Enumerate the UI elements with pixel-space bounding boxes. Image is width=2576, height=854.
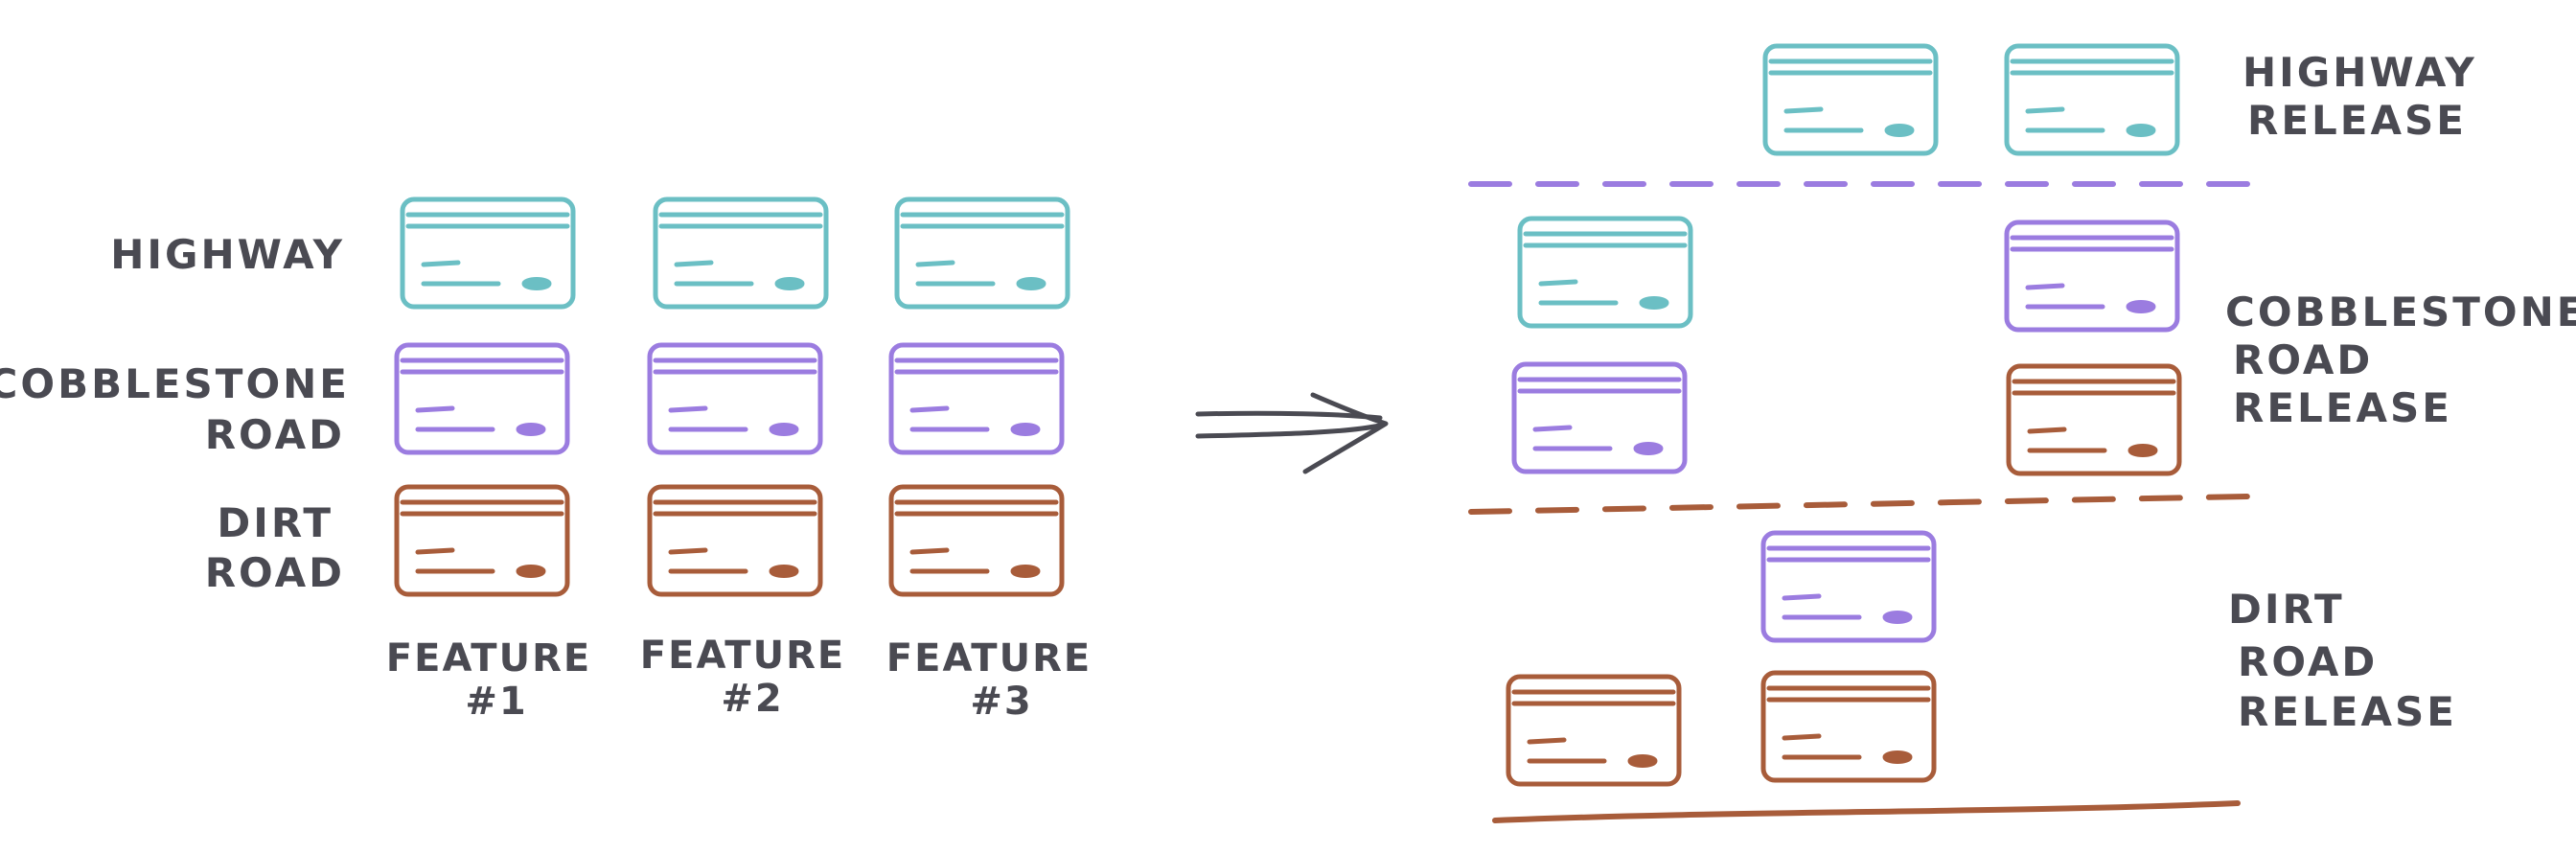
- highway-release-label-line2: RELEASE: [2247, 97, 2467, 144]
- cobblestone-release-label-line2: ROAD: [2233, 336, 2373, 383]
- cobblestone-release-card-cobblestone-b: [1511, 361, 1688, 474]
- row-label-cobblestone-line2: ROAD: [205, 411, 345, 458]
- highway-release-label-line1: HIGHWAY: [2242, 49, 2477, 96]
- card-highway-feature-1: [400, 196, 576, 310]
- row-label-dirt-line1: DIRT: [217, 499, 334, 546]
- cobblestone-release-label-line3: RELEASE: [2233, 384, 2452, 431]
- cobblestone-release-label-line1: COBBLESTONE: [2225, 289, 2576, 335]
- dirt-release-label-line3: RELEASE: [2238, 688, 2457, 735]
- feature-2-label-line2: #2: [721, 677, 783, 721]
- cobblestone-release-card-cobblestone-a: [2004, 219, 2180, 333]
- dirt-release-label-line1: DIRT: [2228, 586, 2345, 633]
- dirt-release-baseline: [1492, 800, 2241, 823]
- highway-release-card-2: [2004, 43, 2180, 156]
- transform-arrow: [1195, 392, 1389, 474]
- feature-1-label-line1: FEATURE: [386, 636, 591, 681]
- dirt-release-card-dirt-a: [1506, 674, 1682, 787]
- card-dirt-feature-2: [647, 484, 823, 597]
- dirt-release-card-dirt-b: [1760, 670, 1937, 783]
- cobblestone-release-card-highway: [1517, 216, 1693, 329]
- card-highway-feature-3: [894, 196, 1070, 310]
- feature-1-label-line2: #1: [465, 680, 527, 724]
- row-label-highway: HIGHWAY: [110, 231, 345, 278]
- feature-3-label-line1: FEATURE: [886, 636, 1092, 681]
- feature-2-label-line1: FEATURE: [640, 634, 845, 678]
- card-cobblestone-feature-1: [394, 342, 570, 455]
- cobblestone-release-separator: [1468, 494, 2250, 515]
- dirt-release-card-cobblestone: [1760, 530, 1937, 643]
- highway-release-card-1: [1762, 43, 1939, 156]
- left-card-grid: [394, 196, 1070, 597]
- card-cobblestone-feature-2: [647, 342, 823, 455]
- right-card-layout: [1506, 43, 2182, 787]
- card-cobblestone-feature-3: [888, 342, 1065, 455]
- feature-3-label-line2: #3: [970, 680, 1032, 724]
- cobblestone-release-card-dirt: [2006, 363, 2182, 476]
- dirt-release-label-line2: ROAD: [2238, 638, 2378, 685]
- row-label-dirt-line2: ROAD: [205, 549, 345, 596]
- card-dirt-feature-1: [394, 484, 570, 597]
- row-label-cobblestone-line1: COBBLESTONE: [0, 360, 350, 407]
- card-dirt-feature-3: [888, 484, 1065, 597]
- card-highway-feature-2: [653, 196, 829, 310]
